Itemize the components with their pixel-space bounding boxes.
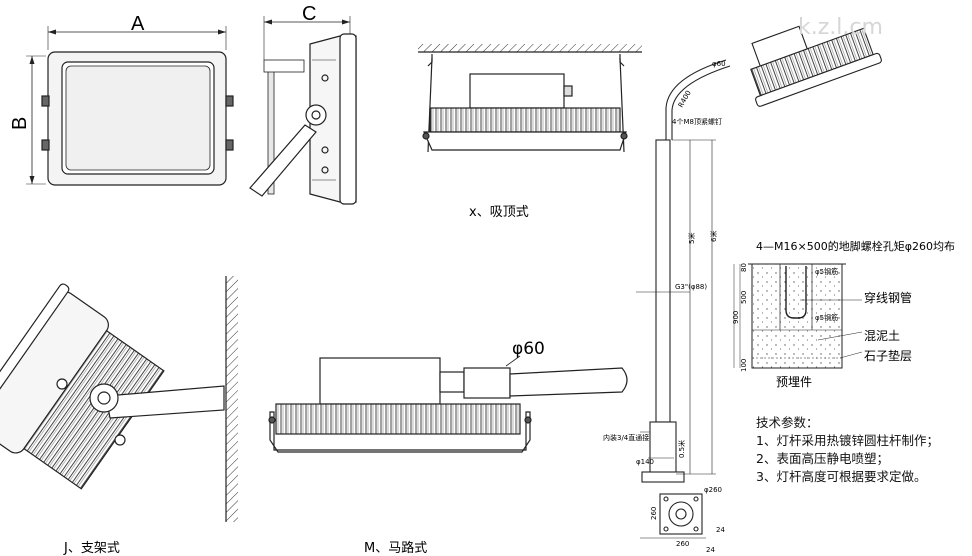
pole-5m: 5米 bbox=[687, 233, 696, 244]
mount-j-caption: J、支架式 bbox=[63, 541, 120, 556]
note-3: 3、灯杆高度可根据要求定做。 bbox=[756, 469, 927, 484]
depth-80: 80 bbox=[740, 263, 748, 272]
arm-radius: R400 bbox=[677, 89, 693, 109]
inner-pipe-label: 内装3/4直通接 bbox=[603, 433, 649, 442]
notes-title: 技术参数： bbox=[756, 415, 819, 430]
note-1: 1、灯杆采用热镀锌圆柱杆制作； bbox=[756, 433, 939, 448]
dim-b-label: B bbox=[9, 117, 31, 130]
side-view bbox=[249, 16, 357, 205]
flange-dia-label: φ260 bbox=[704, 486, 722, 494]
base-len-label: 0.5米 bbox=[677, 440, 686, 458]
mount-m-caption: M、马路式 bbox=[364, 540, 427, 556]
road-mount-view bbox=[268, 355, 628, 453]
depth-900: 900 bbox=[732, 311, 740, 324]
conduit-label: 穿线钢管 bbox=[864, 290, 912, 305]
pole-view bbox=[636, 25, 882, 539]
depth-100: 100 bbox=[740, 359, 748, 372]
road-pipe-dia: φ60 bbox=[512, 339, 545, 359]
gravel-label: 石子垫层 bbox=[864, 348, 912, 363]
watermark: k.z.l.cm bbox=[798, 15, 883, 40]
tech-notes: 技术参数： 1、灯杆采用热镀锌圆柱杆制作； 2、表面高压静电喷塑； 3、灯杆高度… bbox=[756, 414, 939, 486]
concrete-label: 混泥土 bbox=[864, 329, 900, 343]
flange-24a: 24 bbox=[716, 526, 725, 534]
thread-label: G3"(φ88) bbox=[675, 283, 707, 291]
dim-c-label: C bbox=[302, 3, 316, 25]
pole-6m: 6米 bbox=[709, 231, 718, 242]
base-dia-label: φ140 bbox=[636, 458, 654, 466]
pole-top-dia: φ60 bbox=[712, 60, 726, 68]
embedded-label: 预埋件 bbox=[776, 375, 812, 389]
flange-24b: 24 bbox=[706, 546, 715, 554]
steel-b-label: φ5钢筋 bbox=[815, 313, 838, 322]
flange-w-label: 260 bbox=[676, 540, 689, 548]
note-2: 2、表面高压静电喷塑； bbox=[756, 451, 889, 466]
bolts-label: 4—M16×500的地脚螺栓孔矩φ260均布 bbox=[756, 239, 955, 253]
ceiling-mount-view bbox=[418, 44, 642, 153]
mount-x-caption: x、吸顶式 bbox=[469, 205, 529, 220]
flange-h-label: 260 bbox=[650, 507, 658, 520]
screws-label: 4个M8顶紧螺钉 bbox=[672, 117, 722, 126]
bracket-mount-view bbox=[0, 276, 238, 522]
foundation-section bbox=[733, 263, 863, 369]
dim-a-label: A bbox=[131, 13, 145, 35]
depth-500: 500 bbox=[740, 291, 748, 304]
steel-a-label: φ5钢筋 bbox=[815, 267, 838, 276]
front-view bbox=[26, 26, 234, 186]
